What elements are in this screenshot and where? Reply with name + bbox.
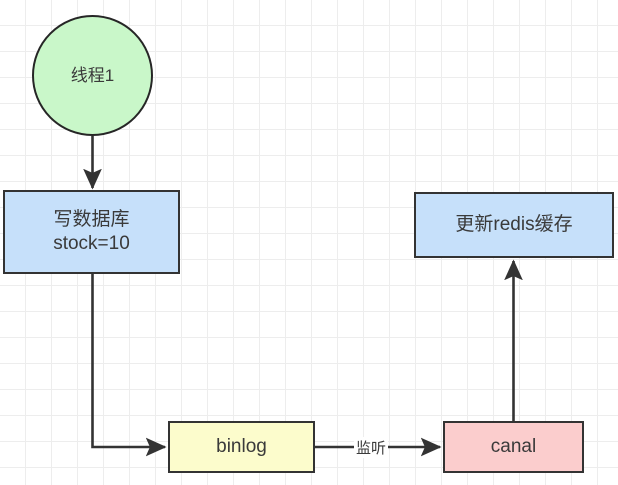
- node-binlog[interactable]: binlog: [168, 421, 315, 473]
- node-binlog-label: binlog: [216, 435, 267, 457]
- node-write-db[interactable]: 写数据库 stock=10: [3, 190, 180, 274]
- node-canal[interactable]: canal: [443, 421, 584, 473]
- edge-label-listen: 监听: [354, 437, 389, 458]
- edge-write-db-to-binlog: [91, 274, 167, 457]
- node-canal-label: canal: [490, 435, 537, 457]
- node-thread1[interactable]: 线程1: [32, 15, 153, 136]
- node-write-db-label: 写数据库 stock=10: [53, 208, 130, 254]
- node-update-redis-label: 更新redis缓存: [455, 213, 573, 235]
- node-update-redis[interactable]: 更新redis缓存: [414, 192, 614, 258]
- node-thread1-label: 线程1: [70, 65, 115, 85]
